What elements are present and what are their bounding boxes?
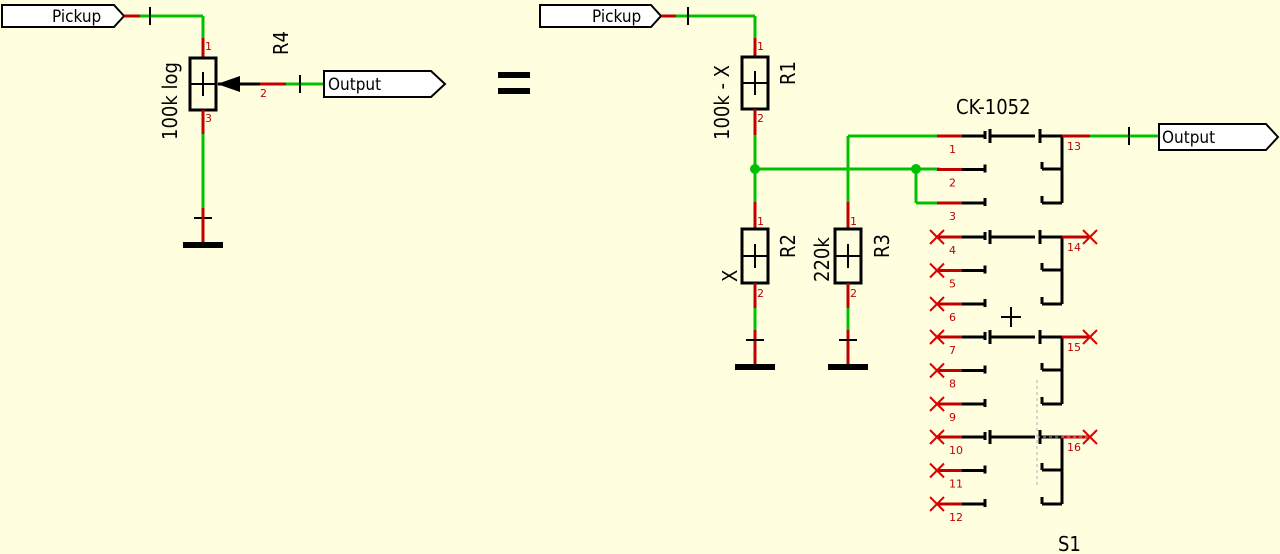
- pot-ref-label: R4: [269, 31, 293, 55]
- pickup-net-label-right[interactable]: Pickup: [539, 4, 663, 28]
- resistor-r1[interactable]: [740, 55, 770, 111]
- switch-pin-number-15: 15: [1067, 341, 1081, 354]
- r2-pin2-number: 2: [757, 287, 764, 300]
- r1-value-label: 100k - X: [710, 65, 734, 140]
- switch-pin-number-9: 9: [949, 411, 956, 424]
- no-connect-pin-4-b: [929, 229, 945, 245]
- no-connect-pin-7-b: [929, 329, 945, 345]
- no-connect-pin-6-b: [929, 296, 945, 312]
- equals-sign: =: [498, 72, 530, 94]
- pickup-label-text-left: Pickup: [52, 7, 101, 27]
- no-connect-pin-10-b: [929, 429, 945, 445]
- r2-value-label: X: [718, 270, 742, 282]
- switch-pin-number-8: 8: [949, 378, 956, 391]
- r2-pin1-number: 1: [757, 215, 764, 228]
- r3-pin2-number: 2: [850, 287, 857, 300]
- pot-value-label: 100k log: [158, 62, 182, 140]
- switch-pin-number-13: 13: [1067, 140, 1081, 153]
- switch-pin-number-4: 4: [949, 244, 956, 257]
- pickup-label-text-right: Pickup: [592, 7, 641, 27]
- switch-pin-number-16: 16: [1067, 441, 1081, 454]
- resistor-r2[interactable]: [740, 227, 770, 285]
- no-connect-pin-8-b: [929, 362, 945, 379]
- r3-value-label: 220k: [810, 237, 834, 282]
- r1-pin1-number: 1: [757, 40, 764, 53]
- pot-pin1-number: 1: [205, 40, 212, 53]
- switch-pin-number-6: 6: [949, 311, 956, 324]
- switch-pin-number-3: 3: [949, 210, 956, 223]
- right-circuit: Pickup 1 R1 100k - X 2 1: [539, 4, 1280, 554]
- junction-dot-1: [750, 164, 760, 174]
- no-connect-pin-5-b: [929, 262, 945, 279]
- resistor-r3[interactable]: [833, 227, 863, 285]
- switch-pin-number-5: 5: [949, 278, 956, 291]
- output-label-text-right: Output: [1162, 128, 1215, 148]
- no-connect-pin-15-b: [1082, 329, 1098, 345]
- pot-pin2-number: 2: [260, 87, 267, 100]
- r3-pin1-number: 1: [850, 215, 857, 228]
- r2-ref-label: R2: [776, 234, 800, 258]
- potentiometer-r4[interactable]: [188, 56, 260, 112]
- no-connect-pin-9-b: [929, 396, 945, 412]
- switch-pin-number-7: 7: [949, 344, 956, 357]
- no-connect-pin-14-b: [1082, 229, 1098, 245]
- switch-pin-number-11: 11: [949, 478, 963, 491]
- output-net-label-right[interactable]: Output: [1158, 123, 1280, 151]
- switch-pin-number-1: 1: [949, 143, 956, 156]
- r3-ref-label: R3: [870, 234, 894, 258]
- pot-pin3-number: 3: [205, 112, 212, 125]
- r1-pin2-number: 2: [757, 112, 764, 125]
- switch-pin-number-2: 2: [949, 177, 956, 190]
- switch-pin-number-12: 12: [949, 511, 963, 524]
- left-circuit: Pickup 1 R4 100k log 2 Output 3: [1, 4, 447, 248]
- output-net-label-left[interactable]: Output: [323, 70, 447, 98]
- switch-pin-number-14: 14: [1067, 241, 1081, 254]
- r1-ref-label: R1: [776, 61, 800, 85]
- pickup-net-label-left[interactable]: Pickup: [1, 4, 126, 28]
- no-connect-pin-16-b: [1082, 429, 1098, 445]
- switch-value-label: CK-1052: [956, 95, 1031, 119]
- no-connect-pin-11-b: [929, 462, 945, 479]
- switch-pin-number-10: 10: [949, 444, 963, 457]
- no-connect-pin-12-b: [929, 496, 945, 512]
- switch-ref-label: S1: [1058, 532, 1081, 554]
- output-label-text-left: Output: [328, 75, 381, 95]
